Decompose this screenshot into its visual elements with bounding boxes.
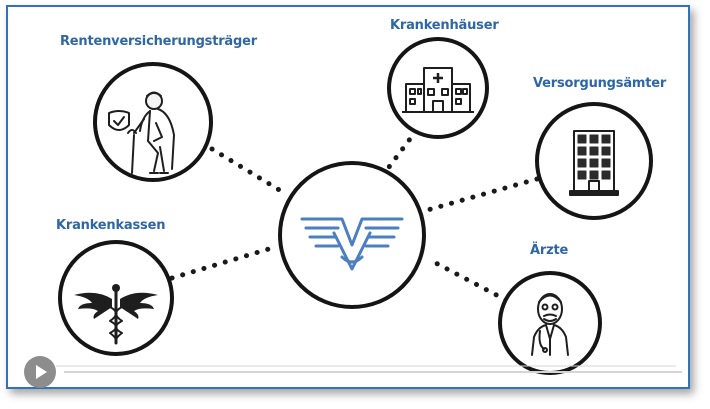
label-versorgungsaemter: Versorgungsämter bbox=[533, 76, 667, 91]
play-button[interactable] bbox=[24, 356, 56, 388]
elderly-person-with-shield-icon bbox=[108, 91, 175, 174]
office-building-icon bbox=[569, 130, 619, 196]
network-diagram bbox=[56, 37, 676, 375]
caduceus-icon bbox=[74, 284, 158, 345]
label-aerzte: Ärzte bbox=[530, 243, 569, 258]
connector-versorgungsaemter bbox=[421, 176, 540, 214]
vdk-logo-icon bbox=[300, 217, 404, 271]
label-krankenkassen: Krankenkassen bbox=[56, 218, 166, 233]
node-circle-rentenversicherung bbox=[93, 62, 213, 182]
connector-rentenversicherung bbox=[209, 146, 284, 194]
node-circle-krankenhaeuser bbox=[387, 37, 489, 139]
hospital-building-icon bbox=[402, 67, 474, 113]
doctor-icon bbox=[531, 293, 569, 356]
connector-krankenkassen bbox=[169, 245, 275, 281]
video-frame: Rentenversicherungsträger Krankenhäuser … bbox=[6, 5, 690, 389]
label-rentenversicherungstraeger: Rentenversicherungsträger bbox=[60, 34, 257, 49]
node-circle-center bbox=[278, 161, 426, 309]
label-krankenhaeuser: Krankenhäuser bbox=[390, 18, 499, 33]
connector-aerzte bbox=[429, 258, 509, 303]
play-icon bbox=[36, 365, 47, 379]
video-progress-bar[interactable] bbox=[64, 371, 682, 373]
connector-krankenhaeuser bbox=[383, 128, 419, 174]
